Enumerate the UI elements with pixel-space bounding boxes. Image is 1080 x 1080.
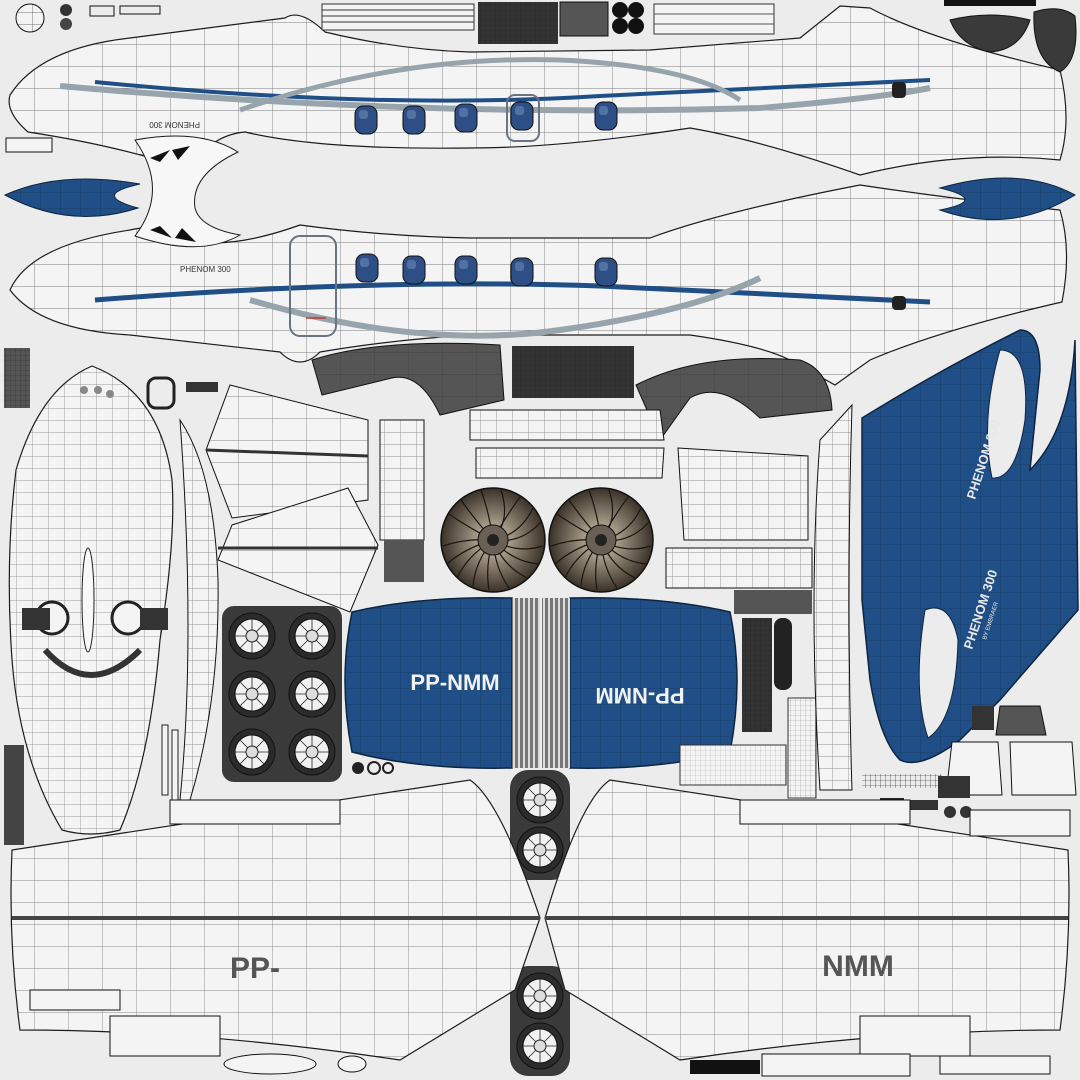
wing-text-right: NMM <box>822 950 894 983</box>
winglet-blue-left <box>3 178 141 217</box>
nose-top-panel <box>8 365 174 835</box>
small-right-parts <box>862 705 1077 818</box>
tail-panels-white <box>205 384 425 613</box>
wing-right: NMM <box>544 779 1071 1061</box>
nose-joint <box>134 135 242 248</box>
dark-strips <box>679 618 817 799</box>
fuselage-upper-shell: PHENOM 300 <box>8 5 1067 176</box>
fuselage-mark-bottom: PHENOM 300 <box>180 265 231 274</box>
landing-wheel-icon <box>222 606 570 1076</box>
fuselage-lower-shell: PHENOM 300 <box>9 184 1068 386</box>
small-left-parts <box>4 348 218 845</box>
registration-label-left: PP-NMM <box>410 670 499 695</box>
engine-nacelle-blue: PP-NMM PP-NMM <box>344 597 738 769</box>
vertical-tail-blue: PHENOM 300 PHENOM 300 BY EMBRAER <box>861 329 1079 764</box>
wing-left: PP- <box>10 779 541 1061</box>
fuselage-mark-top: PHENOM 300 <box>149 120 200 129</box>
nose-side-strip <box>179 418 219 801</box>
wing-text-left: PP- <box>230 952 280 985</box>
nacelle-lips <box>311 342 833 442</box>
winglet-blue-right <box>938 177 1076 221</box>
pylon-panels <box>469 409 813 614</box>
misc-top-parts <box>5 0 1077 153</box>
registration-label-right: PP-NMM <box>595 683 684 708</box>
tail-side-strip <box>813 403 853 791</box>
bottom-strips <box>223 1053 1051 1077</box>
